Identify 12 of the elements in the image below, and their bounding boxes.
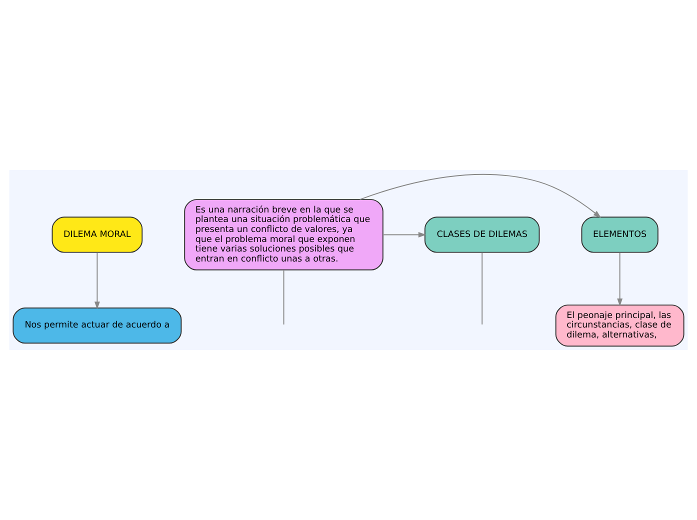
node-box: El peonaje principal, las circunstancias, clase de dilema, alternativas,: [555, 304, 684, 347]
node-box: DILEMA MORAL: [52, 216, 143, 253]
node-box: Nos permite actuar de acuerdo a: [12, 308, 182, 344]
connector: [482, 252, 483, 325]
node-box: Es una narración breve en la que se plantea una situación problemática que presenta un conflicto de valores, ya que el problema moral que exponen tiene varias soluciones posibles que entran en conflicto unas a otras.: [184, 199, 384, 270]
arrow: [359, 174, 602, 218]
arrow: [382, 232, 426, 238]
arrow: [617, 252, 623, 306]
node-box: ELEMENTOS: [581, 216, 658, 253]
connector: [283, 270, 284, 325]
node-box: CLASES DE DILEMAS: [424, 216, 540, 253]
arrow: [94, 252, 100, 310]
